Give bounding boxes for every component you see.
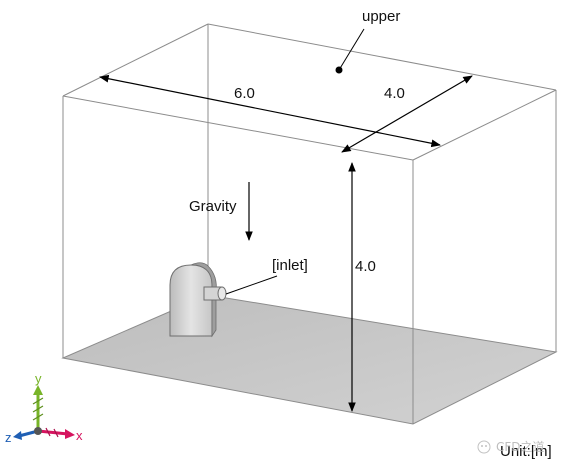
unit-label: Unit:[m] — [500, 443, 552, 460]
box-back-edges — [62, 23, 557, 352]
x-axis-label: x — [76, 428, 83, 443]
inlet-device — [169, 262, 227, 338]
room-floor — [61, 294, 558, 425]
height-label: 4.0 — [355, 258, 376, 275]
watermark-icon — [477, 440, 491, 454]
dimension-lines — [99, 74, 473, 412]
upper-leader-line — [338, 28, 365, 71]
depth-label: 4.0 — [384, 85, 405, 102]
watermark-text: CFD之道 — [496, 440, 545, 454]
depth-dimension-line — [341, 75, 473, 153]
x-axis-arrow — [37, 429, 69, 436]
upper-label: upper — [362, 8, 400, 25]
y-axis-label: y — [35, 371, 42, 386]
watermark: CFD之道 — [477, 440, 545, 454]
inlet-opening — [217, 286, 227, 301]
inlet-leader-line — [225, 275, 278, 295]
axes-origin — [34, 427, 42, 435]
upper-point-marker — [335, 66, 343, 74]
length-label: 6.0 — [234, 85, 255, 102]
coordinate-axes-triad: y x z — [5, 371, 83, 445]
z-axis-label: z — [5, 430, 12, 445]
blower-side — [190, 262, 217, 338]
gravity-label: Gravity — [189, 198, 237, 215]
inlet-label: [inlet] — [272, 257, 308, 274]
